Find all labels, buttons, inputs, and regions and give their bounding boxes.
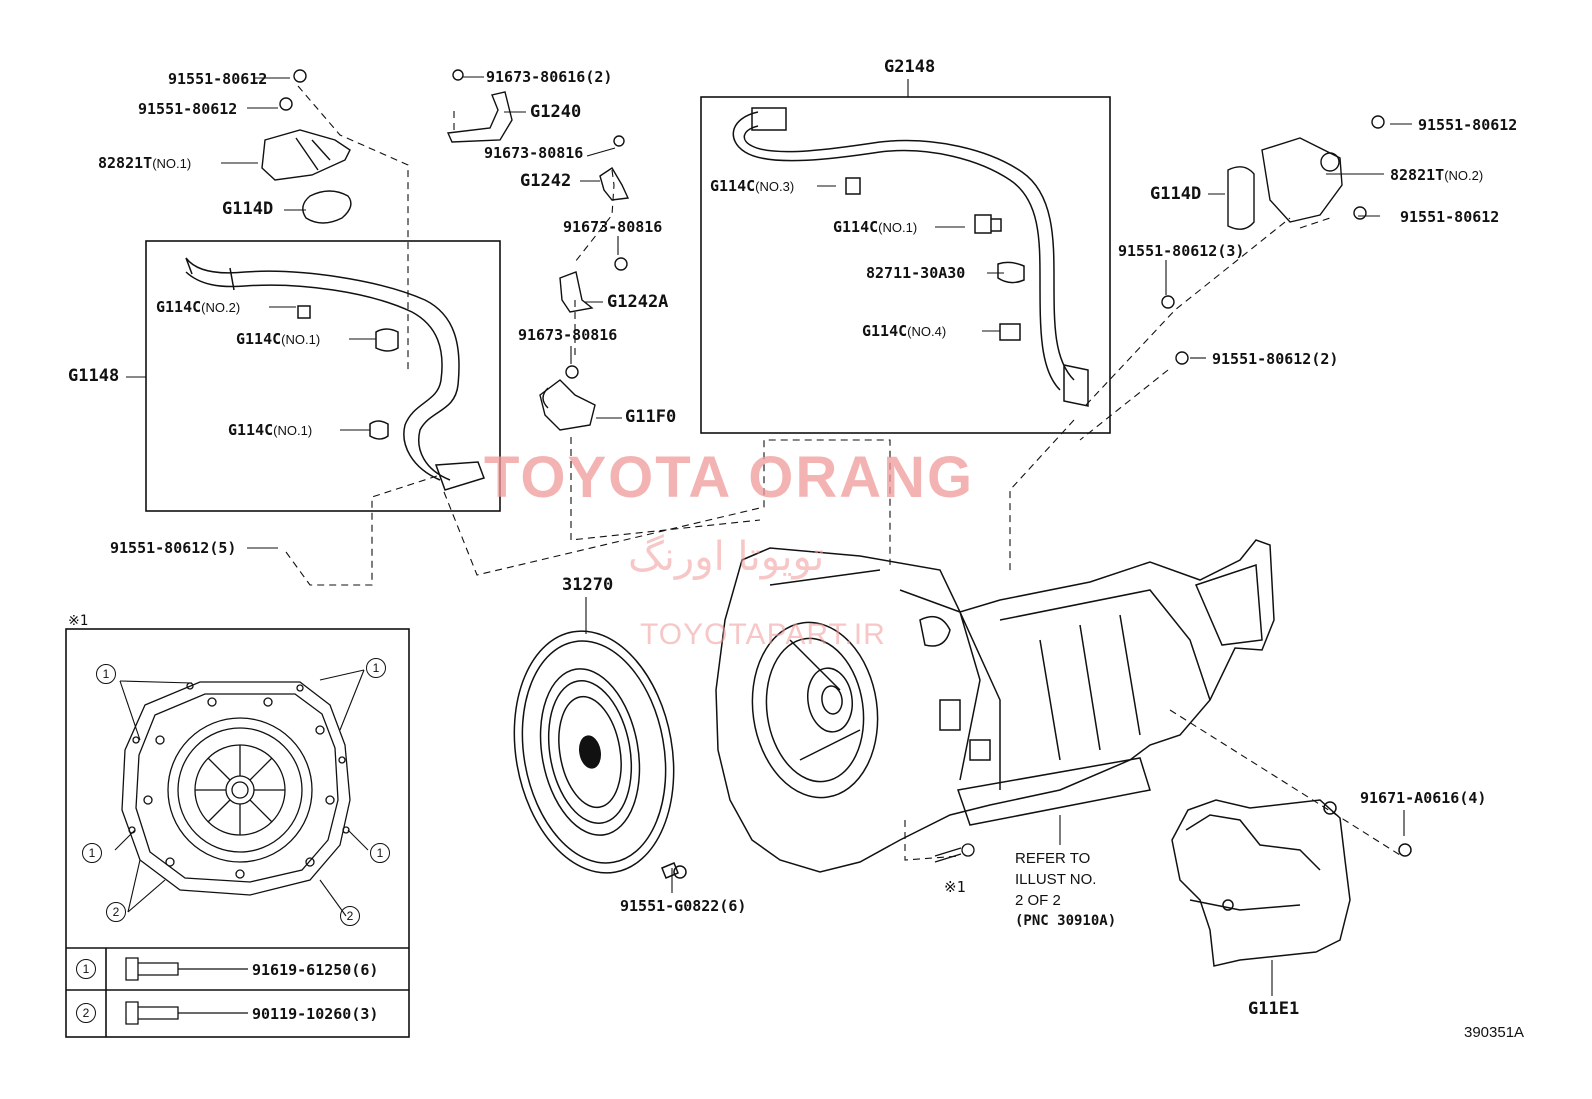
bolt-label-91671-a0616-4: 91671-A0616(4): [1360, 789, 1487, 807]
inset-mark: ※1: [68, 613, 89, 629]
watermark-text: TOYOTA ORANG: [484, 445, 975, 510]
inset-table-row-1-part: 91619-61250(6): [252, 961, 379, 979]
bolt-label-91551-80612-top: 91551-80612: [168, 70, 268, 88]
inset-callout-1-r: 1: [370, 843, 390, 863]
bolt-label-91551-g0822-6: 91551-G0822(6): [620, 897, 747, 915]
ref-mark-1: ※1: [944, 878, 966, 896]
inset-callout-2-l: 2: [106, 902, 126, 922]
bolt-label-91551-80612-second: 91551-80612: [138, 100, 238, 118]
gasket-label-g114d-right: G114D: [1150, 184, 1202, 204]
screw-label-91673-80816-a: 91673-80816: [484, 144, 584, 162]
cover-label-g11e1: G11E1: [1248, 999, 1300, 1019]
bracket-label-g11f0: G11F0: [625, 407, 677, 427]
frame-g2148: [700, 96, 1111, 434]
bolt-label-91551-80612-5: 91551-80612(5): [110, 539, 237, 557]
bolt-label-91551-80612-right-top: 91551-80612: [1418, 116, 1518, 134]
frame-g1148: [145, 240, 501, 512]
clamp-label-g114c-no1-b: G114C(NO.1): [228, 421, 313, 439]
clamp-label-g114c-no1-a: G114C(NO.1): [236, 330, 321, 348]
sensor-label-82821t-no1: 82821T(NO.1): [98, 154, 192, 172]
clamp-label-g114c-no1-right: G114C(NO.1): [833, 218, 918, 236]
inset-callout-2-r: 2: [340, 906, 360, 926]
inset-callout-1-l: 1: [82, 843, 102, 863]
bracket-g11f0-icon: [539, 365, 596, 431]
frame-inset: [65, 628, 410, 1038]
cover-g11e1-icon: [1171, 799, 1412, 967]
watermark-url: TOYOTAPART.IR: [640, 618, 886, 651]
bracket-label-g1242: G1242: [520, 171, 572, 191]
bracket-label-g1242a: G1242A: [607, 292, 669, 312]
harness-label-g2148: G2148: [884, 57, 936, 77]
clamp-label-g114c-no3: G114C(NO.3): [710, 177, 795, 195]
sensor-82821t-no1-icon: [261, 69, 352, 224]
watermark-persian: تویوتا اورنگ: [628, 534, 825, 580]
clamp-label-82711-30a30: 82711-30A30: [866, 264, 966, 282]
inset-table-row-2-part: 90119-10260(3): [252, 1005, 379, 1023]
bracket-g1240-icon: [446, 69, 513, 143]
inset-table-row-1-mark: 1: [76, 959, 96, 979]
sensor-label-82821t-no2: 82821T(NO.2): [1390, 166, 1484, 184]
diagram-id: 390351A: [1464, 1024, 1525, 1041]
converter-housing-inset-icon: [121, 681, 351, 896]
flexplate-label-31270: 31270: [562, 575, 614, 595]
bolt-label-91551-80612-3: 91551-80612(3): [1118, 242, 1245, 260]
bracket-label-g1240: G1240: [530, 102, 582, 122]
bolt-ref1-icon: [934, 843, 975, 863]
bracket-g1242-icon: [599, 135, 630, 201]
bolt-label-91551-80612-right-second: 91551-80612: [1400, 208, 1500, 226]
bolt-label-91551-80612-2: 91551-80612(2): [1212, 350, 1339, 368]
sensor-82821t-no2-icon: [1161, 115, 1385, 365]
transmission-assembly-icon: [715, 539, 1275, 873]
bolt-icons-inset: [125, 957, 248, 1025]
clamp-label-g114c-no2: G114C(NO.2): [156, 298, 241, 316]
flexplate-31270-icon: [513, 630, 687, 879]
gasket-label-g114d-left: G114D: [222, 199, 274, 219]
bracket-g1242a-icon: [559, 257, 628, 313]
harness-label-g1148: G1148: [68, 366, 120, 386]
refer-note: REFER TO ILLUST NO. 2 OF 2 (PNC 30910A): [1015, 850, 1117, 929]
wire-harness-g1148-icon: [185, 257, 485, 491]
inset-callout-1-tl: 1: [96, 664, 116, 684]
screw-label-91673-80816-b: 91673-80816: [563, 218, 663, 236]
inset-table-row-2-mark: 2: [76, 1003, 96, 1023]
wire-harness-g2148-icon: [732, 107, 1089, 407]
inset-callout-1-tr: 1: [366, 658, 386, 678]
screw-label-91673-80616-2: 91673-80616(2): [486, 68, 613, 86]
screw-label-91673-80816-c: 91673-80816: [518, 326, 618, 344]
clamp-label-g114c-no4: G114C(NO.4): [862, 322, 947, 340]
